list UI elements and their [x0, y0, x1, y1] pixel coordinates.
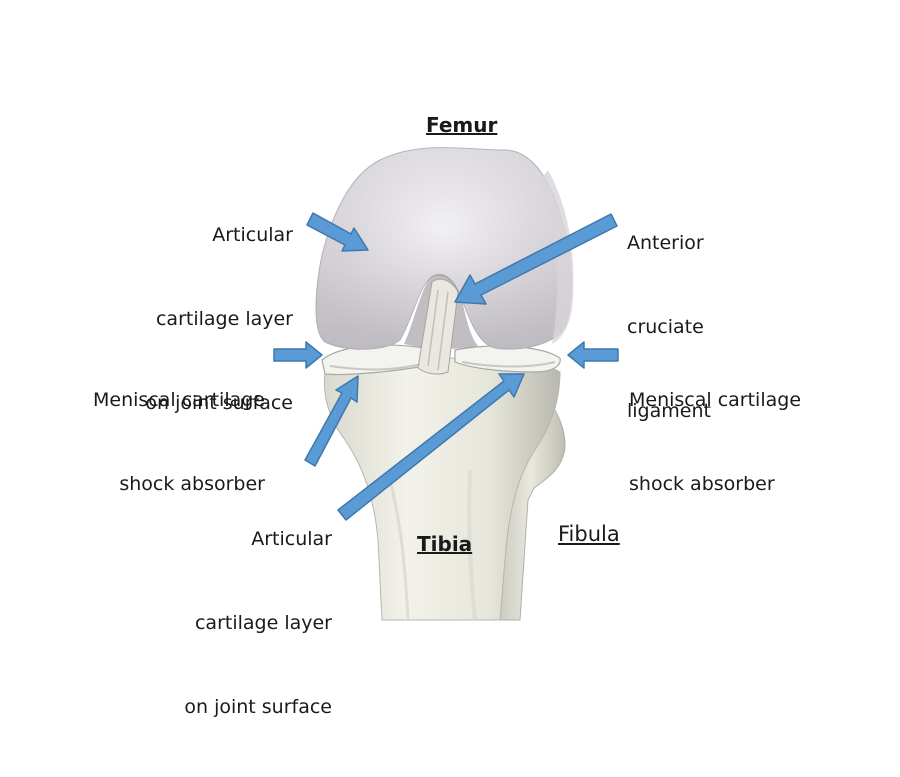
label-acl-line3: ligament	[627, 400, 711, 422]
knee-illustration	[273, 147, 619, 621]
label-articular-top: Articular cartilage layer on joint surfa…	[133, 165, 293, 473]
label-fibula: Fibula	[558, 522, 620, 546]
arrow-acl	[454, 213, 618, 305]
arrow-articular-bottom-left	[304, 375, 359, 467]
label-meniscal-right: Meniscal cartilage shock absorber	[629, 330, 834, 554]
label-articular-top-line1: Articular	[212, 224, 293, 246]
label-meniscal-left-line2: shock absorber	[119, 473, 265, 495]
label-meniscal-left-line1: Meniscal cartilage	[92, 389, 265, 411]
label-articular-bottom-line1: Articular	[251, 528, 332, 550]
label-articular-top-line2: cartilage layer	[155, 308, 293, 330]
arrow-articular-top	[306, 212, 369, 252]
label-articular-bottom-line2: cartilage layer	[194, 612, 332, 634]
label-femur: Femur	[426, 113, 498, 137]
arrow-meniscal-right	[567, 341, 619, 369]
femur-bone	[315, 147, 574, 350]
label-articular-top-line3: on joint surface	[145, 392, 293, 414]
arrow-articular-bottom-right	[337, 373, 525, 521]
label-acl-line2: cruciate	[627, 316, 704, 338]
label-tibia: Tibia	[417, 532, 473, 556]
label-articular-bottom-line3: on joint surface	[184, 696, 332, 718]
label-acl-line1: Anterior	[627, 232, 704, 254]
label-acl: Anterior cruciate ligament	[627, 173, 767, 481]
label-meniscal-right-line1: Meniscal cartilage	[629, 389, 802, 411]
label-meniscal-right-line2: shock absorber	[629, 473, 775, 495]
label-articular-bottom: Articular cartilage layer on joint surfa…	[172, 469, 332, 777]
arrow-meniscal-left	[273, 341, 323, 369]
knee-diagram: Femur Articular cartilage layer on joint…	[60, 113, 834, 718]
label-meniscal-left: Meniscal cartilage shock absorber	[60, 330, 265, 554]
acl-ligament	[417, 278, 459, 375]
